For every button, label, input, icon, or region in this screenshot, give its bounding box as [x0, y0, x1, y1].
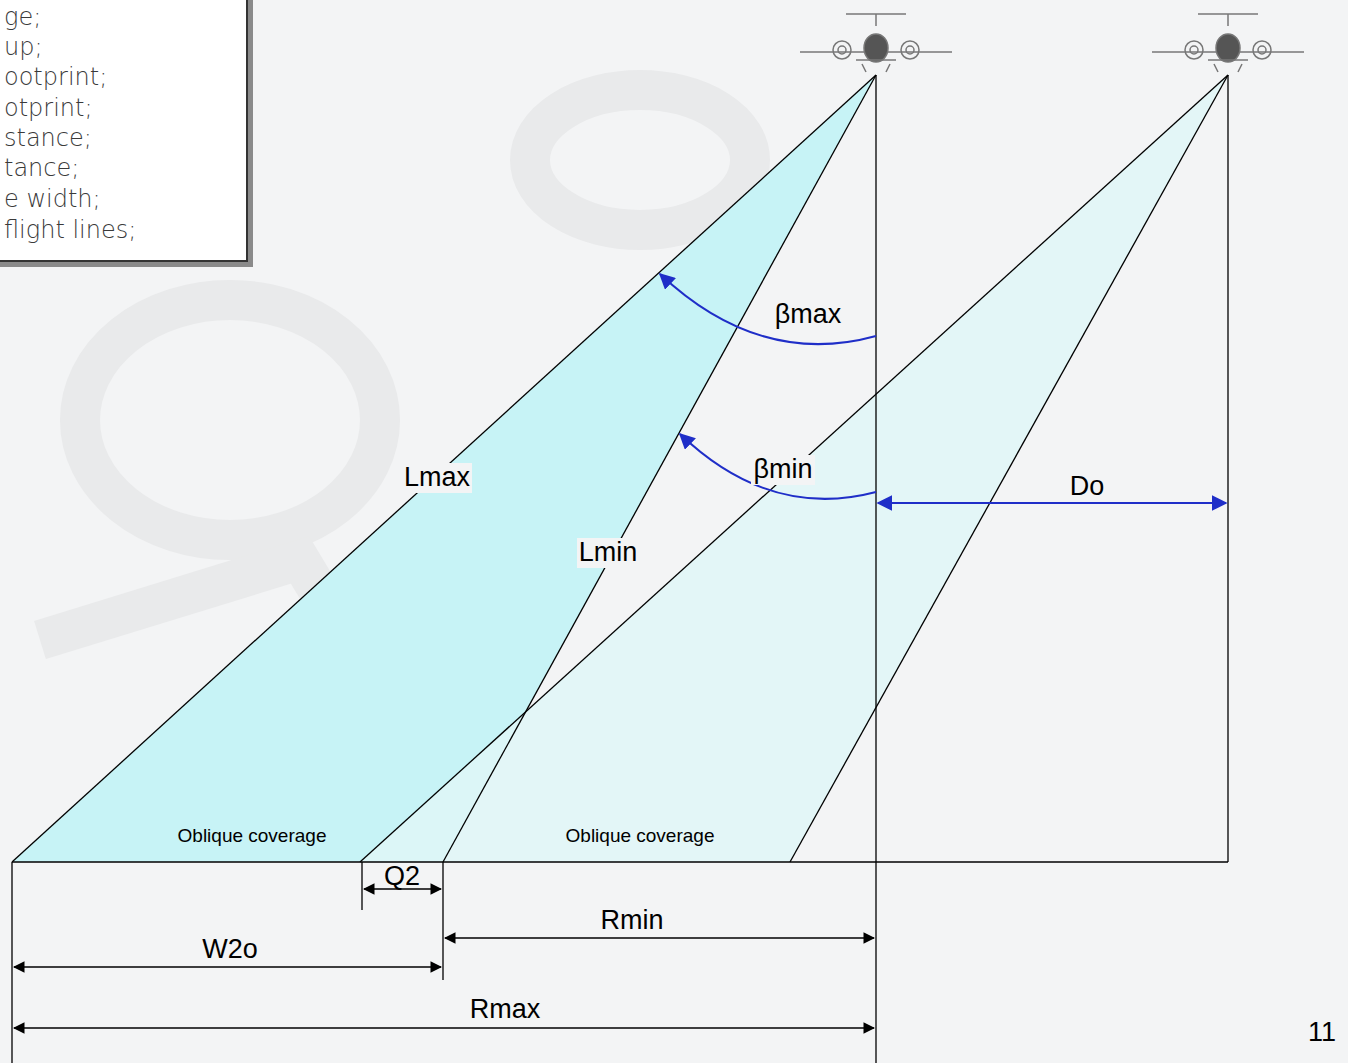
dimension-label: Do [1070, 472, 1105, 502]
panel-line: e width; [4, 186, 101, 212]
page-number: 11 [1308, 1018, 1336, 1048]
dimension-label: Q2 [384, 862, 420, 892]
panel-line: ge; [4, 4, 41, 30]
region-label: Oblique coverage [178, 826, 327, 847]
panel-line: tance; [4, 155, 79, 181]
aircraft-icon [800, 14, 952, 72]
angle-label: βmax [775, 300, 842, 330]
line-label: Lmin [577, 538, 640, 568]
angle-label: βmin [751, 455, 814, 485]
line-label: Lmax [402, 463, 472, 493]
text-panel: ge; up; ootprint; otprint; stance; tance; e wi… [0, 0, 248, 262]
dimension-label: Rmin [600, 906, 663, 936]
panel-line: stance; [4, 125, 92, 151]
region-label: Oblique coverage [566, 826, 715, 847]
panel-line: otprint; [4, 95, 93, 121]
panel-line: ootprint; [4, 64, 107, 90]
dimension-label: Rmax [470, 995, 541, 1025]
oblique-coverage-fill [360, 75, 1228, 862]
dimension-label: W2o [202, 935, 258, 965]
panel-line: up; [4, 34, 43, 60]
panel-line: flight lines; [4, 217, 136, 243]
